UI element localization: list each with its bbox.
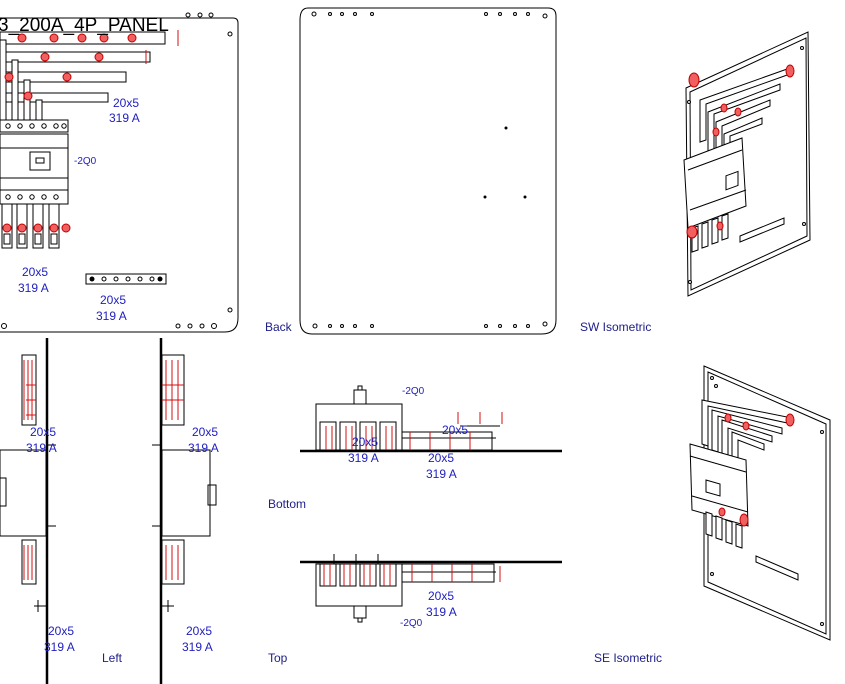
front-busbar-rating: 319 A [109,111,140,125]
bottom-busbar-size-c: 20x5 [428,451,454,465]
label-top: Top [268,651,288,665]
top-breaker-tag: -2Q0 [400,618,423,629]
front-panel-plate [0,17,239,333]
bottom-busbar-rating-a: 319 A [348,451,379,465]
bottom-busbar-size-b: 20x5 [442,423,468,437]
bottom-busbar-size-a: 20x5 [352,435,378,449]
front-neutral-size: 20x5 [100,293,126,307]
top-breaker-body [315,563,403,607]
left-bottom-rating-a: 319 A [44,640,75,654]
label-left: Left [102,651,123,665]
label-back: Back [265,320,293,334]
left-busbar-size-b: 20x5 [192,425,218,439]
left-bottom-size-b: 20x5 [186,624,212,638]
front-lower-busbar-rating: 319 A [18,281,49,295]
left-busbar-rating-a: 319 A [26,441,57,455]
drawing-title: 3_200A_4P_PANEL [0,15,169,36]
front-view: 3_200A_4P_PANEL 20x5 319 A -2Q0 20x5 319… [0,12,239,333]
top-busbar-size: 20x5 [428,589,454,603]
bottom-busbar-rating-c: 319 A [426,467,457,481]
sw-isometric-view: SW Isometric [580,31,811,334]
left-bottom-rating-b: 319 A [182,640,213,654]
left-breaker-body-a [0,449,47,537]
back-panel-plate [299,7,557,335]
bottom-breaker-tag: -2Q0 [402,386,425,397]
left-view: 20x5 319 A 20x5 319 A 20x5 319 A 20x5 31… [0,338,219,684]
left-breaker-body-b [161,449,211,537]
front-neutral-rating: 319 A [96,309,127,323]
front-busbar-size: 20x5 [113,96,139,110]
front-lower-busbar-size: 20x5 [22,265,48,279]
label-bottom: Bottom [268,497,306,511]
back-view: Back [265,7,557,335]
label-sw-isometric: SW Isometric [580,320,651,334]
left-busbar-rating-b: 319 A [188,441,219,455]
label-se-isometric: SE Isometric [594,651,662,665]
front-breaker-tag: -2Q0 [74,156,97,167]
bottom-view: -2Q0 20x5 319 A 20x5 20x5 319 A Bottom [268,385,562,511]
top-busbar-rating: 319 A [426,605,457,619]
sw-iso-plate [685,31,811,297]
left-bottom-size-a: 20x5 [48,624,74,638]
top-view: 20x5 319 A -2Q0 Top [268,554,562,665]
left-busbar-size-a: 20x5 [30,425,56,439]
se-isometric-view: SE Isometric [594,365,831,665]
bottom-breaker-body [315,403,403,451]
